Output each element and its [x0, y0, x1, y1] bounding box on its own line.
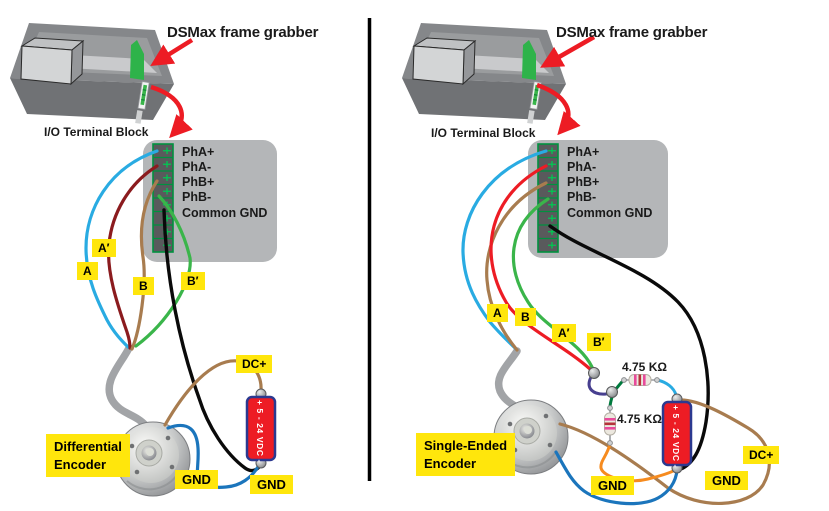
- wire-phA-neg-right: [489, 164, 592, 371]
- gnd-label-right-2: GND: [705, 471, 748, 490]
- frame-grabber-title-left: DSMax frame grabber: [167, 24, 319, 41]
- computer-case-left: [9, 22, 175, 125]
- encoder-name-right-line2: Encoder: [424, 455, 477, 471]
- dc-plus-label-right: DC+: [743, 446, 780, 464]
- resistor-horizontal: [621, 374, 660, 386]
- dc-plus-label-left: DC+: [236, 355, 273, 373]
- wire-jumper-purple: [587, 375, 608, 396]
- wire-phB-neg-right: [511, 197, 594, 369]
- wire-tag-b-prime-left: B′: [181, 272, 205, 290]
- arrow-to-terminal-right-icon: [536, 82, 581, 136]
- wire-tag-a-prime-right: A′: [552, 324, 576, 342]
- encoder-name-left: Differential Encoder: [46, 434, 130, 478]
- battery-label-left: + 5 - 24 VDC -: [255, 400, 265, 463]
- frame-grabber-title-right: DSMax frame grabber: [556, 24, 708, 41]
- resistor-label-top: 4.75 KΩ: [622, 360, 667, 374]
- io-block-label-right: I/O Terminal Block: [431, 126, 536, 140]
- io-block-label-left: I/O Terminal Block: [44, 125, 149, 139]
- pin-label-common-gnd-left: Common GND: [182, 206, 268, 220]
- battery-label-right: + 5 - 24 VDC -: [671, 405, 681, 468]
- pin-label-phB-minus-right: PhB-: [567, 190, 597, 204]
- computer-case-right: [401, 22, 567, 125]
- encoder-name-left-line2: Encoder: [54, 456, 107, 472]
- pin-label-phA-plus-left: PhA+: [182, 145, 215, 159]
- wire-common-gnd-right: [548, 224, 710, 471]
- gnd-label-left-1: GND: [175, 470, 218, 489]
- wire-phA-right: [461, 149, 548, 351]
- encoder-name-right-line1: Single-Ended: [424, 438, 508, 453]
- encoder-name-right: Single-Ended Encoder: [416, 433, 516, 477]
- arrow-to-card-right-icon: [540, 35, 596, 68]
- wire-gnd-blue-right: [554, 450, 679, 506]
- resistor-vertical: [604, 405, 616, 446]
- pin-label-phB-plus-right: PhB+: [567, 175, 600, 189]
- io-terminal-block-left: [143, 140, 277, 262]
- resistor-label-bottom: 4.75 KΩ: [617, 412, 662, 426]
- wire-dc-plus-left: [163, 359, 263, 427]
- wire-tag-b-right: B: [515, 308, 536, 326]
- pin-label-common-gnd-right: Common GND: [567, 206, 653, 220]
- wire-phA-neg-left: [106, 164, 159, 350]
- pin-label-phA-minus-right: PhA-: [567, 160, 597, 174]
- wire-tag-b-prime-right: B′: [587, 333, 611, 351]
- callout-arrows: [150, 35, 596, 139]
- solder-joint-1: [588, 367, 600, 379]
- pin-label-phB-minus-left: PhB-: [182, 190, 212, 204]
- solder-joint-2: [606, 386, 618, 398]
- pin-label-phB-plus-left: PhB+: [182, 175, 215, 189]
- wire-tag-b-left: B: [133, 277, 154, 295]
- wire-tag-a-right: A: [487, 304, 508, 322]
- wire-dc-plus-right: [558, 398, 771, 506]
- arrow-to-card-left-icon: [150, 38, 194, 66]
- wire-common-gnd-left: [162, 208, 263, 473]
- encoder-cable-left: [105, 344, 154, 436]
- pin-label-phA-plus-right: PhA+: [567, 145, 600, 159]
- terminal-strip-left: [152, 143, 174, 253]
- gnd-label-left-2: GND: [250, 475, 293, 494]
- wire-resistor-to-vplus: [655, 378, 678, 397]
- arrow-to-terminal-left-icon: [150, 84, 193, 139]
- wire-phB-neg-left: [134, 194, 192, 348]
- gnd-label-right-1: GND: [591, 476, 634, 495]
- wire-tag-a-left: A: [77, 262, 98, 280]
- pin-label-phA-minus-left: PhA-: [182, 160, 212, 174]
- io-terminal-block-right: [528, 140, 668, 258]
- encoder-name-left-line1: Differential: [54, 439, 122, 454]
- wire-phB-left: [130, 179, 159, 351]
- wire-tag-a-prime-left: A′: [92, 239, 116, 257]
- wire-phB-right: [485, 181, 548, 352]
